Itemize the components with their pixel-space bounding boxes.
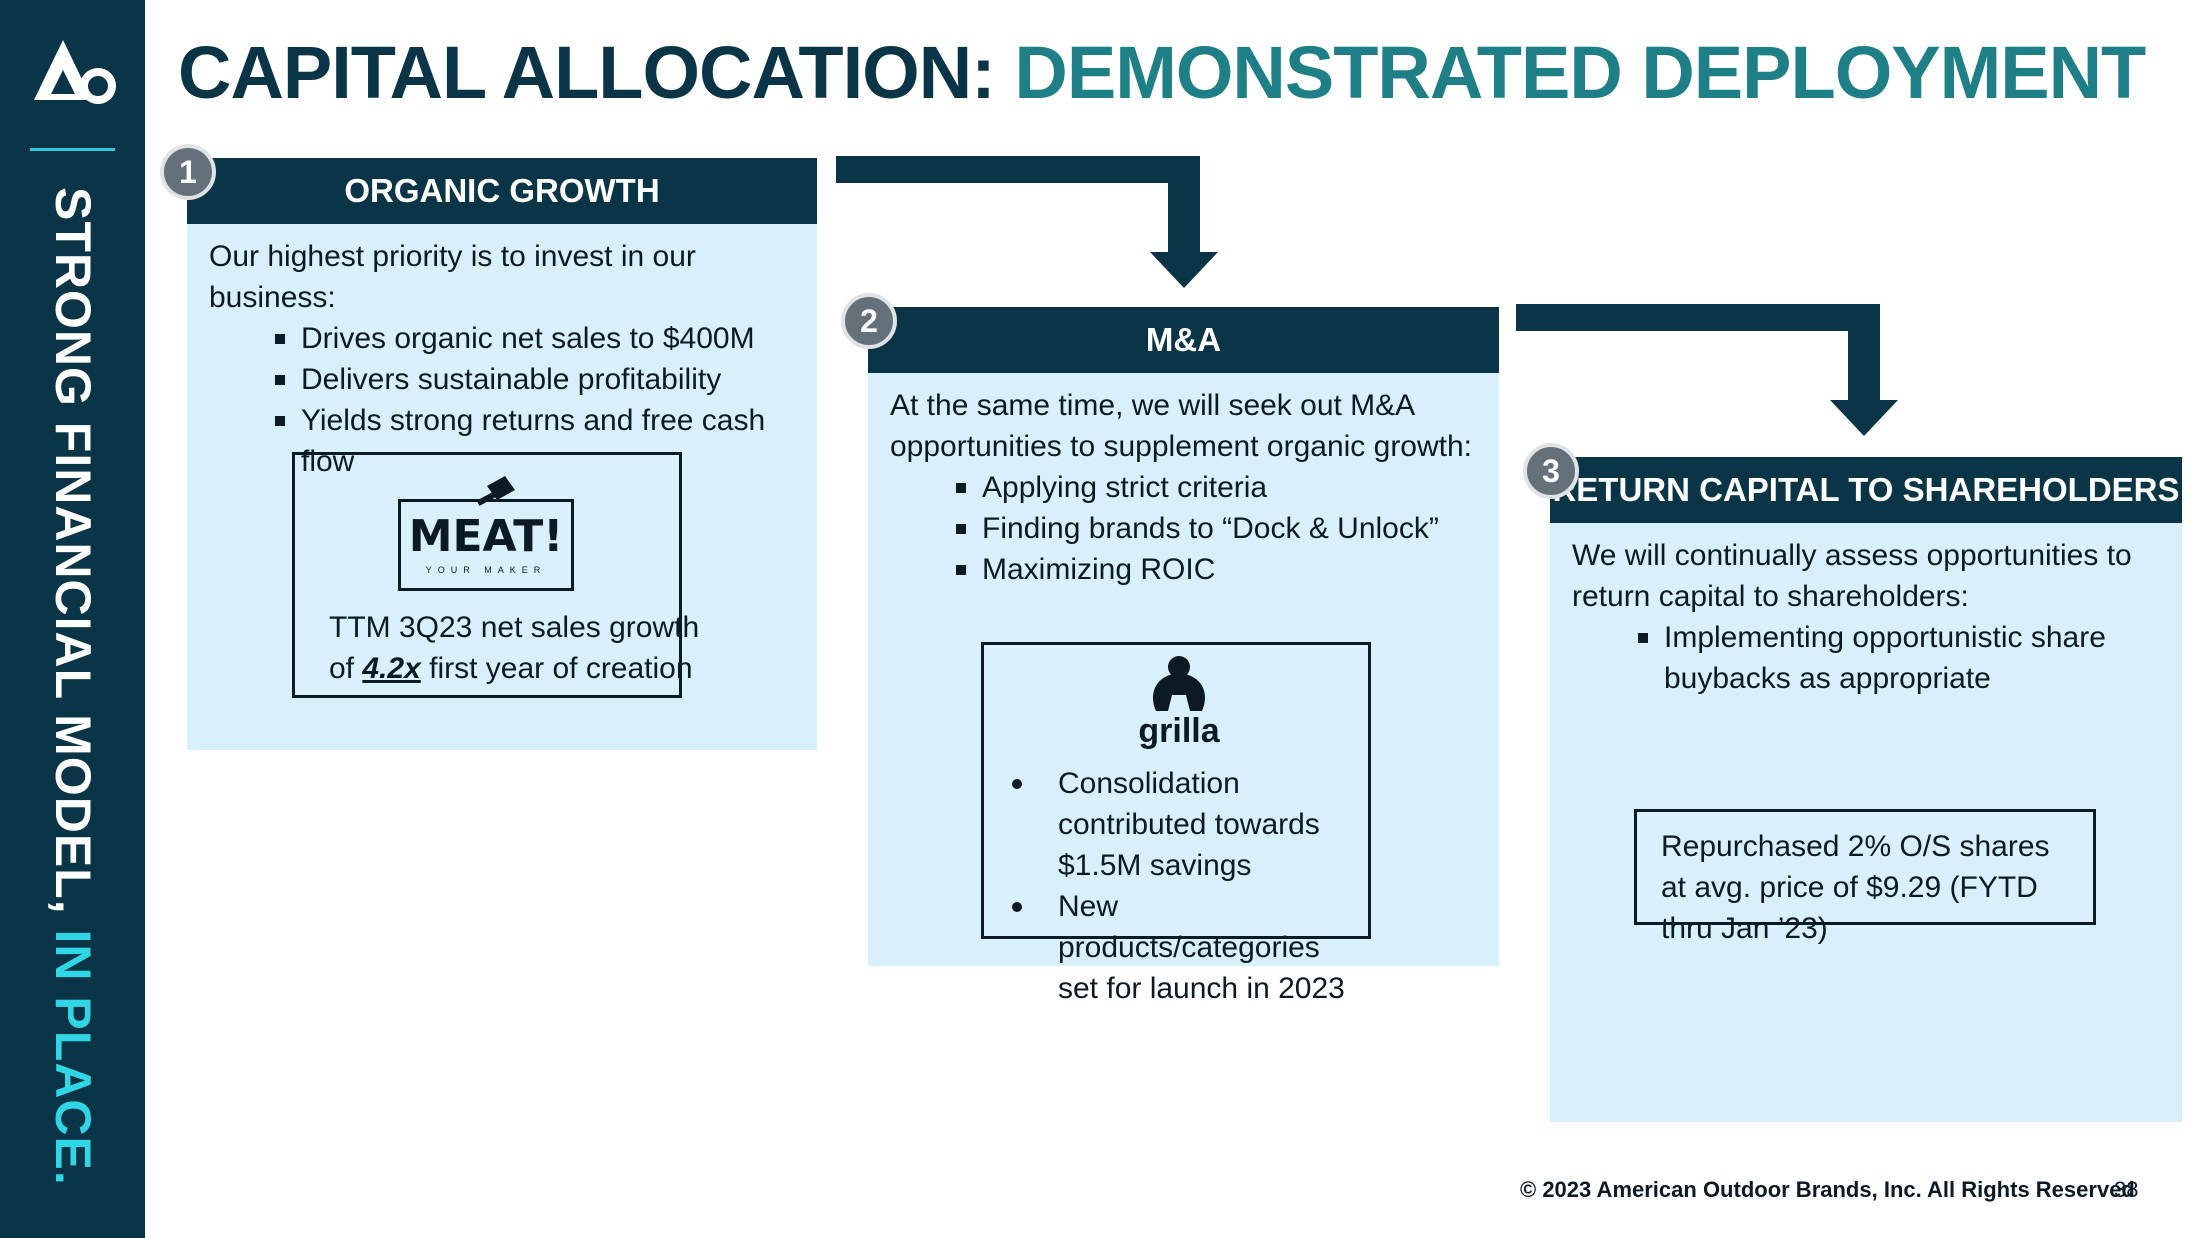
arrow-step1-to-step2-icon — [836, 156, 1218, 288]
panel-body: We will continually assess opportunities… — [1572, 535, 2162, 699]
meat-logo-subtext: YOUR MAKER — [425, 565, 547, 575]
panel-body: At the same time, we will seek out M&A o… — [890, 385, 1479, 590]
sidebar: STRONG FINANCIAL MODEL, IN PLACE. — [0, 0, 145, 1238]
sidebar-divider — [30, 148, 115, 151]
step-badge-1: 1 — [160, 144, 216, 200]
panel-mergers-acquisitions: M&A At the same time, we will seek out M… — [868, 307, 1499, 1005]
list-item: New products/categories set for launch i… — [1012, 886, 1360, 1009]
panel-intro: At the same time, we will seek out M&A o… — [890, 389, 1473, 463]
panel-return-capital: RETURN CAPITAL TO SHAREHOLDERS We will c… — [1550, 457, 2182, 1122]
panel-intro: We will continually assess opportunities… — [1572, 539, 2132, 613]
list-item: Consolidation contributed towards $1.5M … — [1012, 763, 1360, 886]
list-item: Applying strict criteria — [956, 467, 1479, 508]
callout-box: grilla Consolidation contributed towards… — [981, 642, 1371, 1005]
list-item: Implementing opportunistic share buyback… — [1638, 617, 2162, 699]
panel-heading: ORGANIC GROWTH — [187, 158, 817, 224]
bullet-list: Implementing opportunistic share buyback… — [1572, 617, 2162, 699]
gorilla-icon — [1152, 656, 1206, 711]
page-title: CAPITAL ALLOCATION: DEMONSTRATED DEPLOYM… — [178, 36, 2146, 110]
page-number: 38 — [2114, 1177, 2139, 1202]
cleaver-icon — [476, 476, 515, 506]
callout-suffix: first year of creation — [429, 652, 693, 685]
list-item: Yields strong returns and free cash flow — [275, 400, 797, 482]
step-badge-3: 3 — [1523, 443, 1579, 499]
panel-heading: M&A — [868, 307, 1499, 373]
bullet-list: Applying strict criteria Finding brands … — [890, 467, 1479, 590]
meat-logo-text: MEAT! — [408, 511, 564, 562]
list-item: Delivers sustainable profitability — [275, 359, 797, 400]
panel-organic-growth: ORGANIC GROWTH Our highest priority is t… — [187, 158, 817, 750]
grilla-brand-logo: grilla — [1129, 655, 1229, 755]
callout-text: TTM 3Q23 net sales growth of 4.2x first … — [329, 607, 699, 689]
panel-heading: RETURN CAPITAL TO SHAREHOLDERS — [1550, 457, 2182, 523]
list-item: Maximizing ROIC — [956, 549, 1479, 590]
meat-brand-logo: MEAT! YOUR MAKER — [398, 476, 574, 591]
callout-bullet-list: Consolidation contributed towards $1.5M … — [984, 763, 1360, 1009]
title-accent: DEMONSTRATED DEPLOYMENT — [1014, 31, 2146, 114]
bullet-list: Drives organic net sales to $400M Delive… — [209, 318, 797, 482]
callout-box: MEAT! YOUR MAKER TTM 3Q23 net sales grow… — [292, 452, 699, 698]
brand-mountain-logo-icon — [34, 40, 116, 104]
callout-prefix: of — [329, 652, 355, 685]
sidebar-text-main: STRONG FINANCIAL MODEL, — [45, 187, 101, 915]
sidebar-text-accent: IN PLACE. — [45, 929, 101, 1186]
arrow-step2-to-step3-icon — [1516, 304, 1898, 436]
sidebar-vertical-text: STRONG FINANCIAL MODEL, IN PLACE. — [45, 187, 101, 1186]
title-main: CAPITAL ALLOCATION: — [178, 31, 996, 114]
callout-line: TTM 3Q23 net sales growth — [329, 611, 700, 644]
panel-intro: Our highest priority is to invest in our… — [209, 240, 696, 314]
footer-copyright: © 2023 American Outdoor Brands, Inc. All… — [1520, 1177, 2135, 1202]
callout-line: of 4.2x first year of creation — [329, 648, 699, 689]
list-item: Drives organic net sales to $400M — [275, 318, 797, 359]
step-badge-2: 2 — [841, 293, 897, 349]
callout-text: Repurchased 2% O/S shares at avg. price … — [1661, 830, 2050, 945]
panel-body: Our highest priority is to invest in our… — [209, 236, 797, 482]
grilla-logo-text: grilla — [1138, 712, 1220, 750]
list-item: Finding brands to “Dock & Unlock” — [956, 508, 1479, 549]
callout-box: Repurchased 2% O/S shares at avg. price … — [1634, 809, 2096, 945]
growth-multiple: 4.2x — [362, 652, 421, 685]
